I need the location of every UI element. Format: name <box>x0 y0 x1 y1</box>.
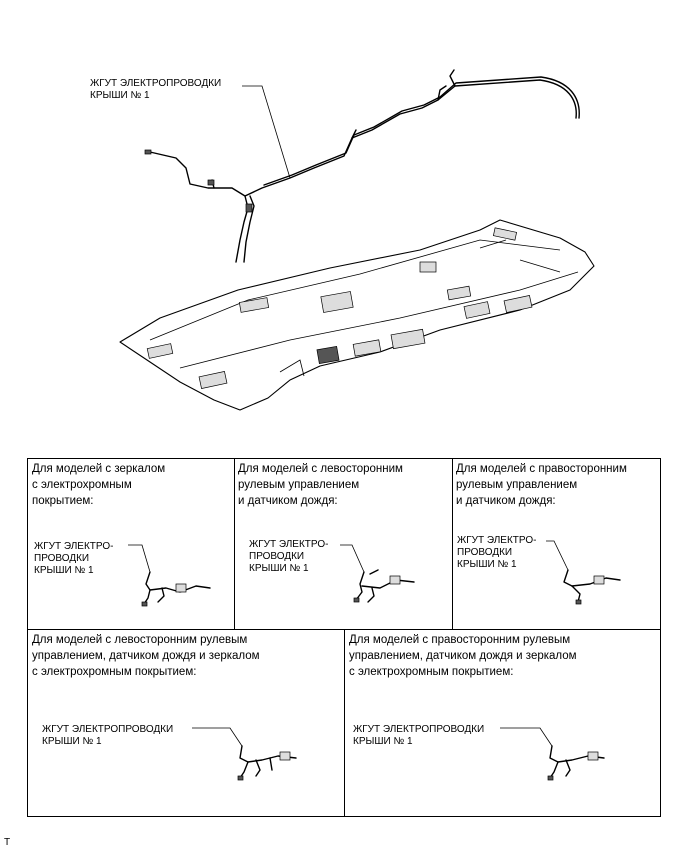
variant-harness-label: ЖГУТ ЭЛЕКТРО- ПРОВОДКИ КРЫШИ № 1 <box>34 541 114 576</box>
variant-condition: Для моделей с левосторонним рулевым упра… <box>32 634 260 678</box>
roof-headliner <box>119 219 595 411</box>
variant-panel-ec-mirror: Для моделей с зеркалом с электрохромным … <box>27 458 235 630</box>
variant-panel-rhd-rain-sensor-ec-mirror: Для моделей с правосторонним рулевым упр… <box>344 629 661 817</box>
roof-wire-harness <box>144 69 580 263</box>
variant-panel-rhd-rain-sensor: Для моделей с правосторонним рулевым упр… <box>452 458 661 630</box>
main-harness-label: ЖГУТ ЭЛЕКТРОПРОВОДКИ КРЫШИ № 1 <box>90 78 222 101</box>
variant-condition: Для моделей с правосторонним рулевым упр… <box>456 463 627 507</box>
variant-harness-label: ЖГУТ ЭЛЕКТРОПРОВОДКИ КРЫШИ № 1 <box>42 724 174 747</box>
variant-panel-lhd-rain-sensor: Для моделей с левосторонним рулевым упра… <box>234 458 453 630</box>
variant-panel-lhd-rain-sensor-ec-mirror: Для моделей с левосторонним рулевым упра… <box>27 629 345 817</box>
variant-harness-label: ЖГУТ ЭЛЕКТРО- ПРОВОДКИ КРЫШИ № 1 <box>457 535 537 570</box>
variant-harness-label: ЖГУТ ЭЛЕКТРОПРОВОДКИ КРЫШИ № 1 <box>353 724 485 747</box>
variant-condition: Для моделей с правосторонним рулевым упр… <box>349 634 577 678</box>
figure-code: T <box>4 837 11 848</box>
variant-condition: Для моделей с левосторонним рулевым упра… <box>238 463 403 507</box>
variant-condition: Для моделей с зеркалом с электрохромным … <box>32 463 166 507</box>
variant-harness-label: ЖГУТ ЭЛЕКТРО- ПРОВОДКИ КРЫШИ № 1 <box>249 539 329 574</box>
main-leader-line <box>242 85 291 179</box>
main-illustration <box>119 69 595 411</box>
